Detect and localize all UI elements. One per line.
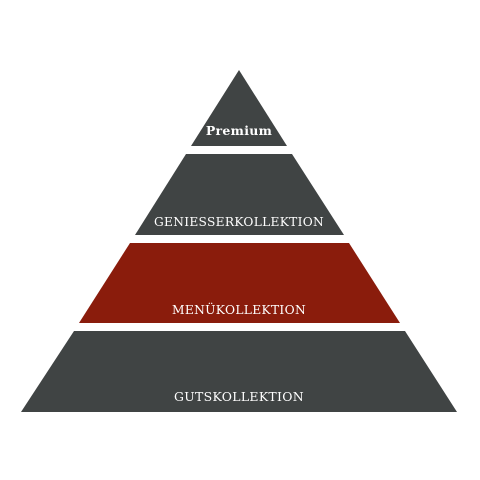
tier-shape-gutskollektion [21,331,457,412]
tier-shape-menuekollektion [79,243,400,323]
pyramid-tier-premium: Premium [191,70,287,146]
pyramid-tier-gutskollektion: GUTSKOLLEKTION [21,331,457,412]
tier-label-premium: Premium [206,123,272,138]
tier-label-menuekollektion: MENÜKOLLEKTION [172,301,306,317]
tier-label-geniesserkollektion: GENIESSERKOLLEKTION [154,215,324,229]
tier-shape-premium [191,70,287,146]
pyramid-tier-geniesserkollektion: GENIESSERKOLLEKTION [135,154,344,235]
tier-label-gutskollektion: GUTSKOLLEKTION [174,390,304,404]
pyramid-tier-menuekollektion: MENÜKOLLEKTION [79,243,400,323]
tier-shape-geniesserkollektion [135,154,344,235]
